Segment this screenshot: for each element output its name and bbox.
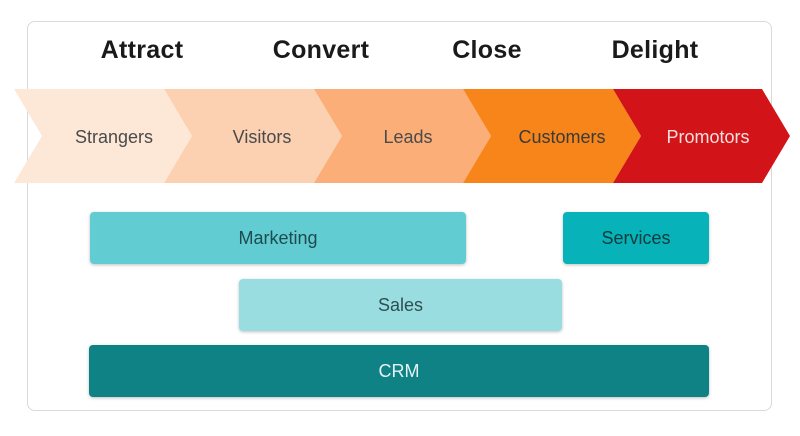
chevron-strangers — [14, 89, 192, 183]
marketing-bar: Marketing — [90, 212, 466, 264]
stage-attract: Attract — [100, 36, 184, 64]
stage-convert: Convert — [272, 36, 370, 64]
stage-delight: Delight — [611, 36, 699, 64]
chevron-visitors — [164, 89, 342, 183]
sales-label: Sales — [377, 294, 424, 315]
chevron-customers — [463, 89, 641, 183]
marketing-label: Marketing — [238, 227, 318, 248]
services-label: Services — [601, 227, 671, 248]
chevron-label-visitors: Visitors — [232, 127, 292, 147]
chevron-label-strangers: Strangers — [74, 127, 154, 147]
stage-close: Close — [452, 36, 522, 64]
services-bar: Services — [563, 212, 709, 264]
chevron-promotors — [613, 89, 790, 183]
chevron-label-leads: Leads — [383, 127, 433, 147]
chevron-label-customers: Customers — [518, 127, 606, 147]
chevron-label-promotors: Promotors — [666, 127, 750, 147]
crm-bar: CRM — [89, 345, 709, 397]
sales-bar: Sales — [239, 279, 562, 331]
crm-label: CRM — [378, 360, 420, 381]
chevron-leads — [314, 89, 491, 183]
